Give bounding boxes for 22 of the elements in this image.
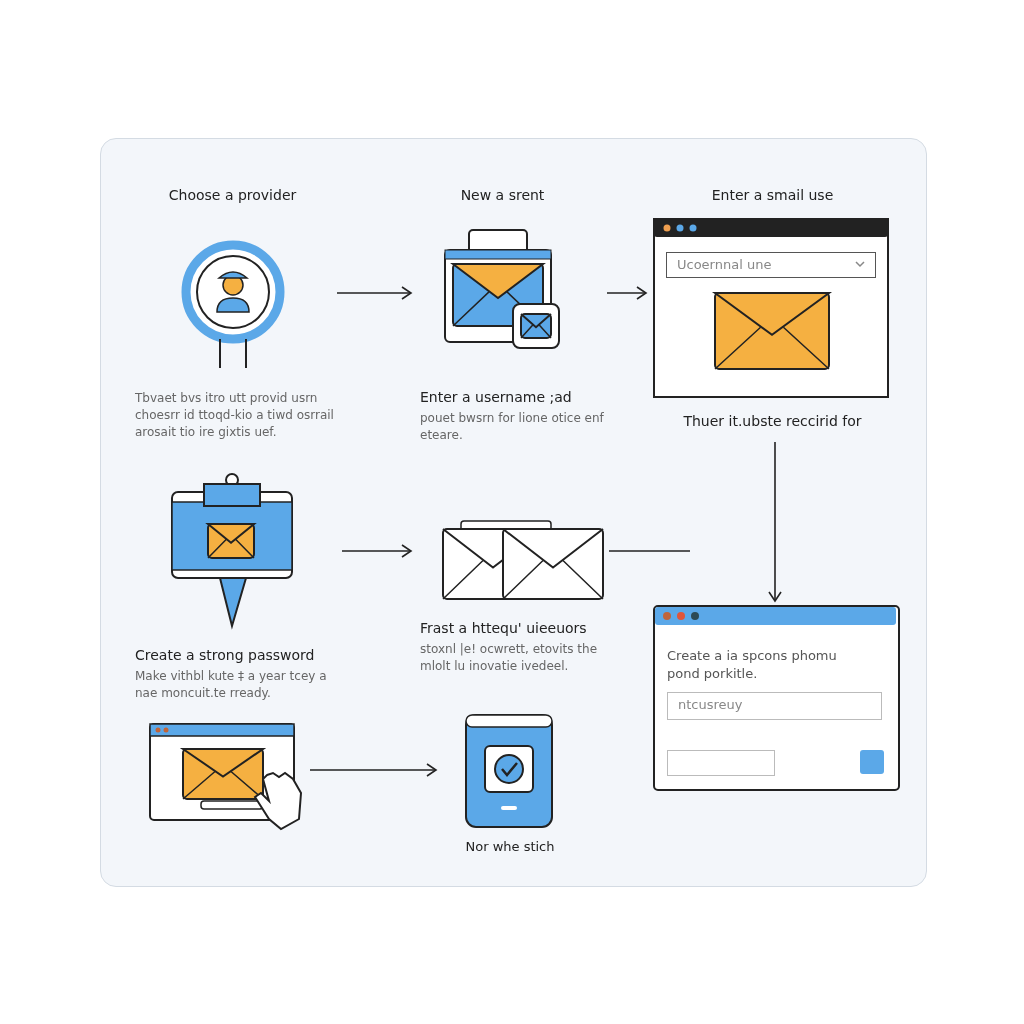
step-heading: Choose a provider — [167, 186, 298, 205]
step-description: Make vithbl kute ‡ a year tcey a nae moncuit.te rready. — [135, 668, 328, 702]
step-heading: Create a strong password — [135, 646, 316, 665]
step-caption: Nor whe stich — [464, 838, 556, 856]
arrow — [341, 544, 412, 558]
arrow — [336, 286, 412, 300]
arrow — [768, 441, 782, 602]
browser-window — [653, 605, 900, 791]
step-description: pouet bwsrn for lione otice enf eteare. — [420, 410, 605, 444]
step-heading: Enter a smail use — [710, 186, 835, 205]
step-heading: Frast a httequ' uieeuors — [420, 619, 588, 638]
step-heading: Enter a username ;ad — [420, 388, 573, 407]
step-heading: New a srent — [459, 186, 546, 205]
step-description: stoxnl |e! ocwrett, etovits the mlolt lu inovatie ivedeel. — [420, 641, 598, 675]
step-description: Tbvaet bvs itro utt provid usrn choesrr id ttoqd-kio a tiwd osrrail arosait tio ire gixtis uef. — [135, 390, 335, 441]
input-field: ntcusreuy — [667, 692, 882, 720]
input-field: Ucoernnal une — [666, 252, 876, 278]
connector-line — [608, 550, 691, 552]
step-caption: Thuer it.ubste reccirid for — [682, 412, 863, 431]
arrow — [309, 763, 437, 777]
window-text: Create a ia spcons phomu pond porkitle. — [667, 647, 838, 684]
arrow — [606, 286, 647, 300]
